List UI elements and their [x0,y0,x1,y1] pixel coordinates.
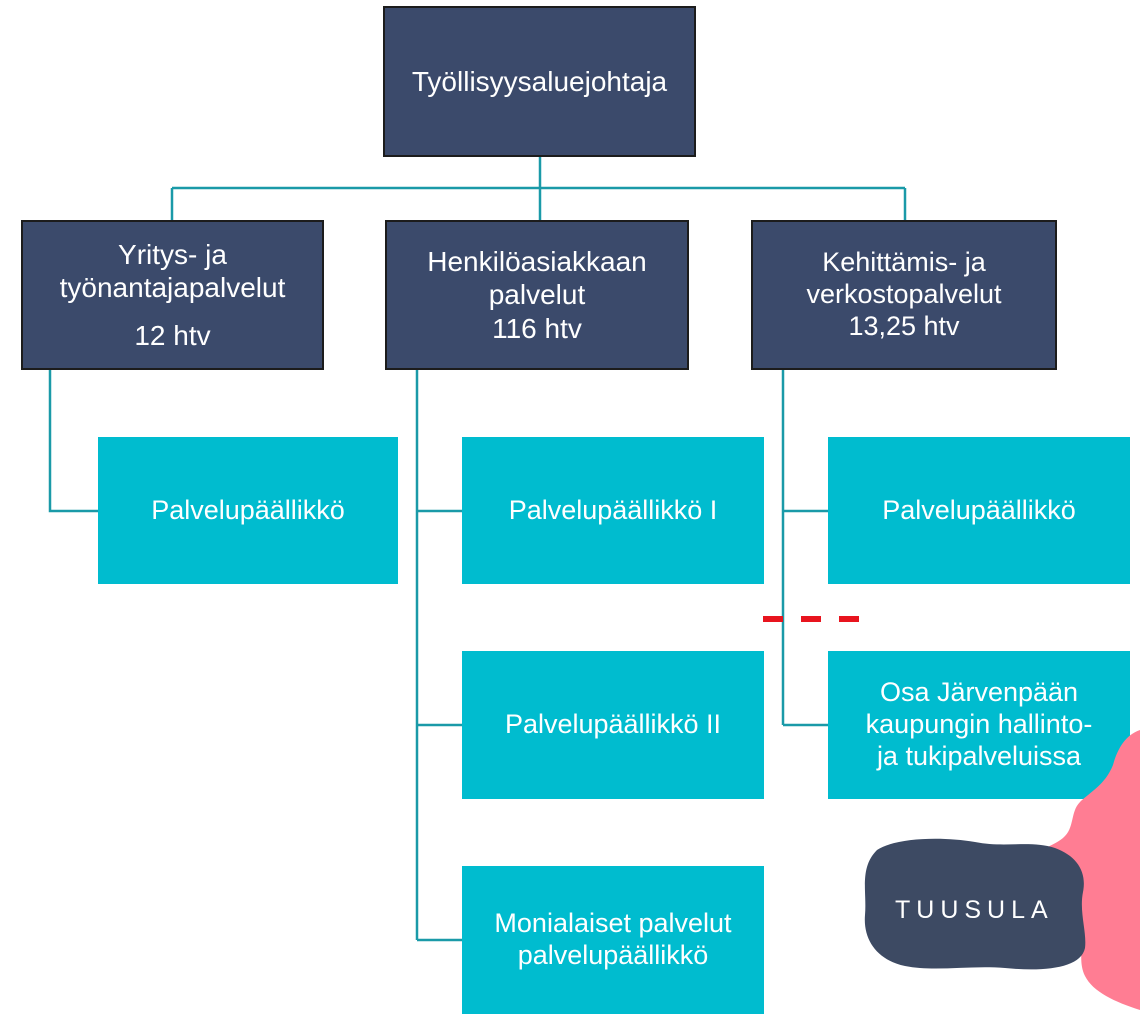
logo-pink-shape [1022,730,1140,1010]
unit-box-henkilo: Henkilöasiakkaan palvelut 116 htv [385,220,689,370]
director-title: Työllisyysaluejohtaja [411,65,668,97]
child-box-henkilo-palvelupaallikko-i: Palvelupäällikkö I [462,437,764,584]
unit-htv-label: htv [173,319,211,351]
unit-box-yritys: Yritys- ja työnantajapalvelut 12 htv [21,220,324,370]
child-label: Palvelupäällikkö [151,494,345,525]
unit-htv-count: 116 [492,312,537,344]
unit-htv-label: htv [544,312,582,344]
child-box-henkilo-palvelupaallikko-ii: Palvelupäällikkö II [462,651,764,799]
unit-title-line2: työnantajapalvelut [59,272,286,304]
unit-htv-count: 13,25 htv [848,310,960,341]
unit-title-line1: Henkilöasiakkaan [427,246,647,278]
unit-title-line1: Yritys- ja [118,239,227,271]
logo-dark-shape [864,838,1086,970]
child-box-kehittamis-jarvenpaa: Osa Järvenpään kaupungin hallinto- ja tu… [828,651,1130,799]
child-label: Palvelupäällikkö I [508,494,718,525]
unit-htv-count: 12 [134,319,166,351]
logo-wordmark: TUUSULA [895,896,1054,924]
connector-unit1-child [48,370,98,513]
unit-title-line1: Kehittämis- ja [822,247,986,278]
child-box-kehittamis-palvelupaallikko: Palvelupäällikkö [828,437,1130,584]
child-box-henkilo-monialaiset: Monialaiset palvelut palvelupäällikkö [462,866,764,1014]
child-label: Monialaiset palvelut palvelupäällikkö [494,908,732,970]
child-box-yritys-palvelupaallikko: Palvelupäällikkö [98,437,398,584]
unit-box-kehittamis: Kehittämis- ja verkostopalvelut 13,25 ht… [751,220,1057,370]
tuusula-logo [864,730,1140,1010]
unit-title-line2: verkostopalvelut [806,279,1002,310]
director-box: Työllisyysaluejohtaja [383,6,696,157]
child-label: Palvelupäällikkö [882,494,1076,525]
child-label: Palvelupäällikkö II [504,709,722,740]
unit-title-line2: palvelut [488,279,586,311]
child-label: Osa Järvenpään kaupungin hallinto- ja tu… [865,677,1093,771]
